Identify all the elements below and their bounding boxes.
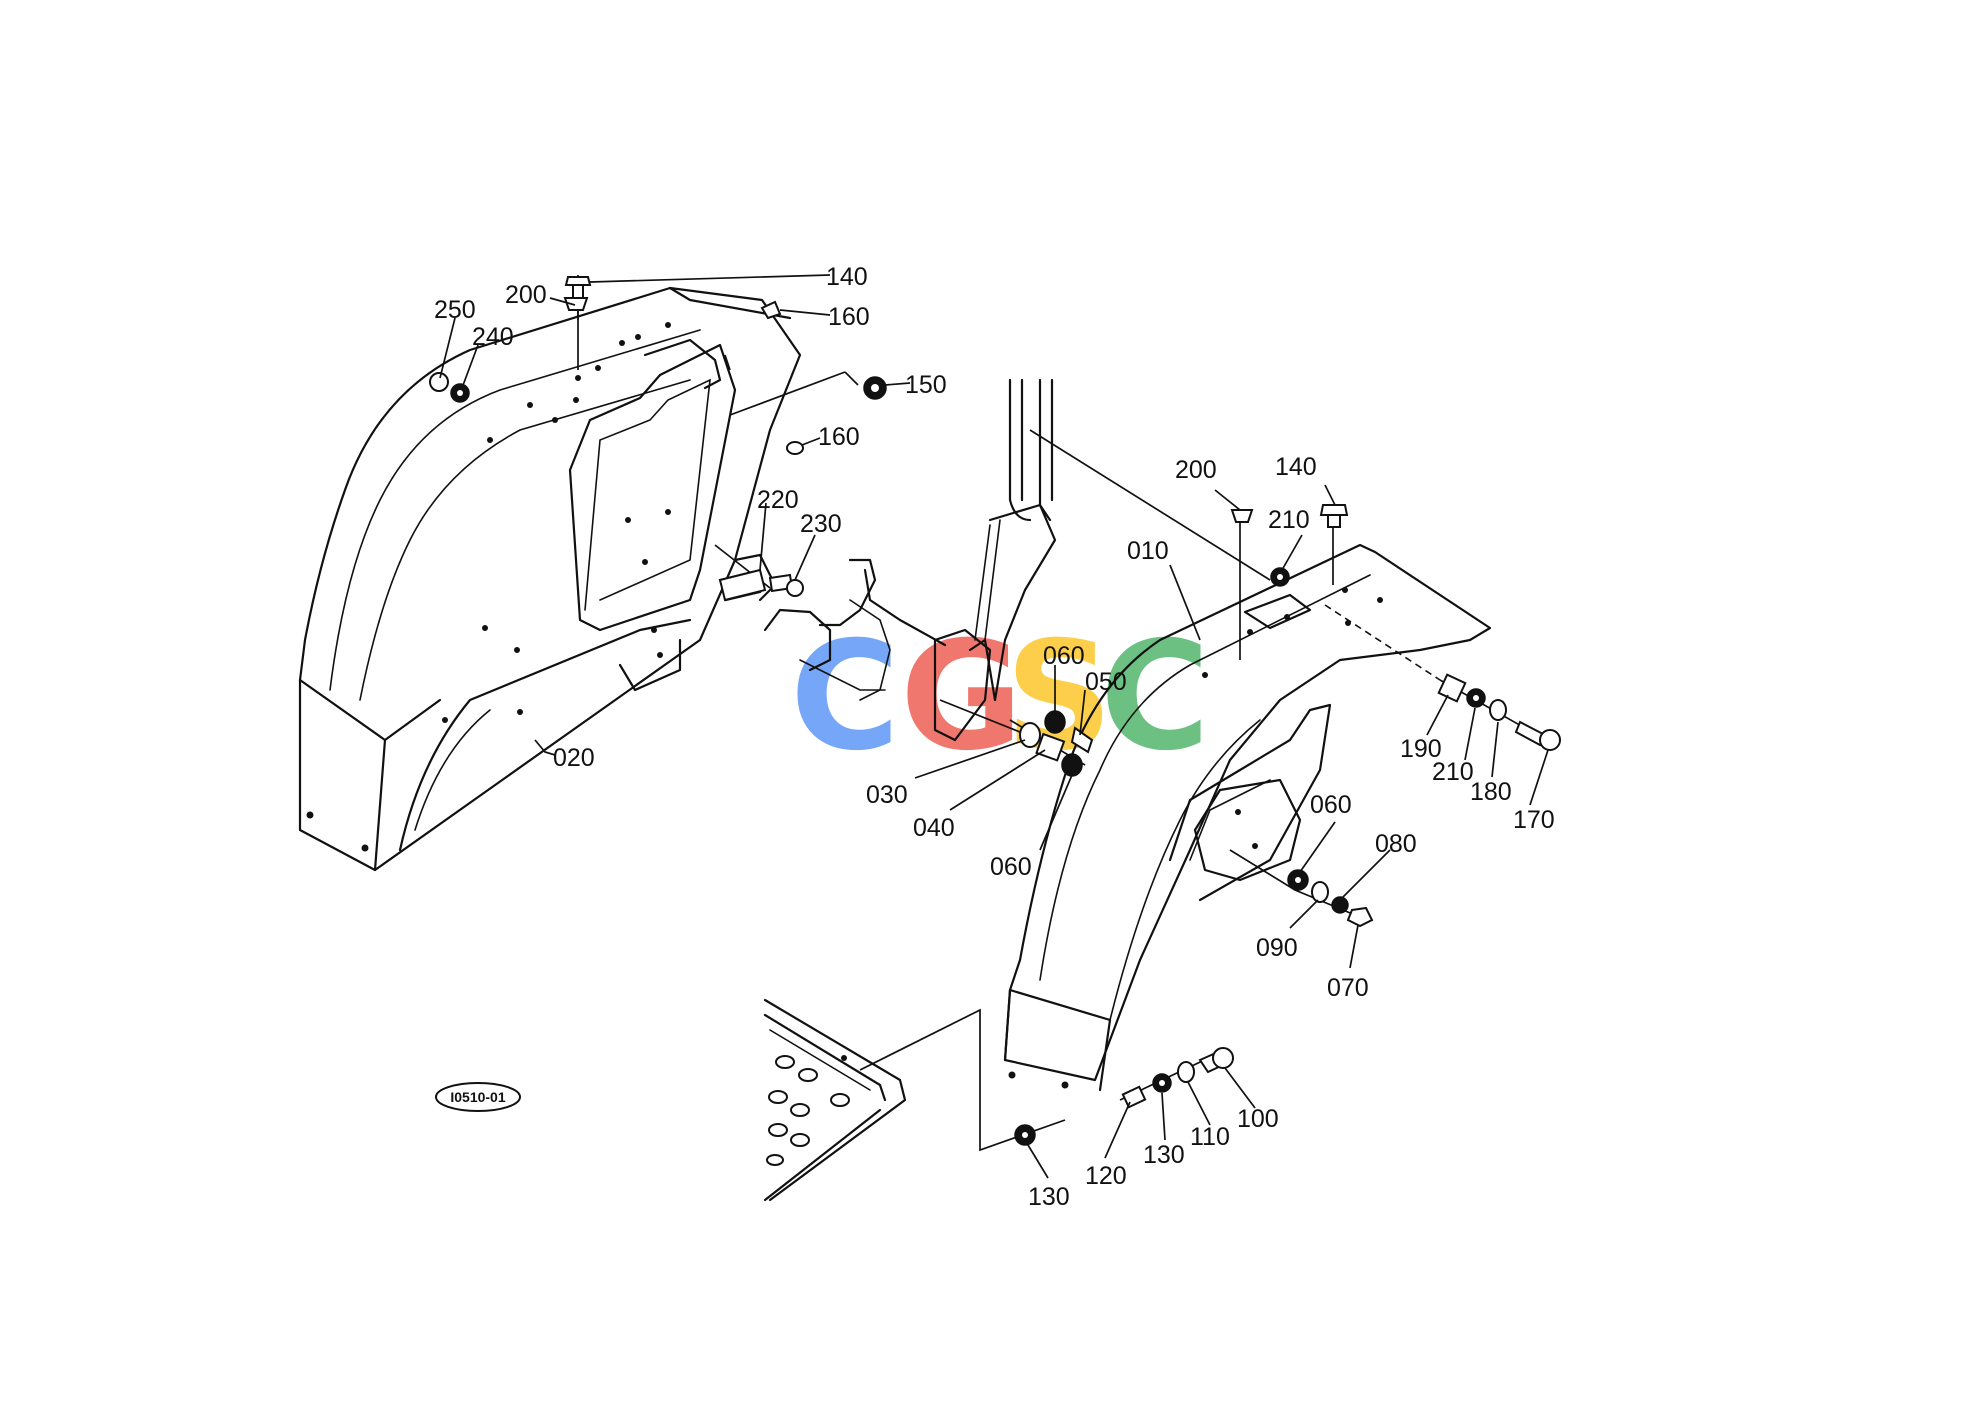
label-130-b: 130 (1028, 1183, 1070, 1211)
label-200-left: 200 (505, 281, 547, 309)
label-030: 030 (866, 781, 908, 809)
label-210-right: 210 (1432, 758, 1474, 786)
label-100: 100 (1237, 1105, 1279, 1133)
diagram-code-tag: I0510-01 (435, 1082, 521, 1112)
label-040: 040 (913, 814, 955, 842)
label-050: 050 (1085, 668, 1127, 696)
label-150: 150 (905, 371, 947, 399)
part-labels: 010 020 030 040 050 060 060 060 070 080 … (434, 263, 1555, 1211)
watermark-letter-c1: C (790, 610, 900, 784)
hardware (429, 276, 1561, 1146)
label-020: 020 (553, 744, 595, 772)
label-210-top: 210 (1268, 506, 1310, 534)
floor-plate (763, 998, 1066, 1202)
left-fender-020 (298, 286, 802, 872)
label-140-right: 140 (1275, 453, 1317, 481)
label-110: 110 (1190, 1123, 1230, 1151)
label-080: 080 (1375, 830, 1417, 858)
right-fender-010 (1003, 543, 1492, 1092)
label-200-right: 200 (1175, 456, 1217, 484)
leader-lines (439, 274, 1549, 1179)
watermark-letter-g: G (900, 610, 1023, 784)
diagram-code: I0510-01 (450, 1089, 505, 1105)
label-160-mid: 160 (818, 423, 860, 451)
label-180: 180 (1470, 778, 1512, 806)
label-160-top: 160 (828, 303, 870, 331)
label-060-top: 060 (1043, 642, 1085, 670)
label-090: 090 (1256, 934, 1298, 962)
watermark: C G S C (790, 610, 1210, 784)
label-010: 010 (1127, 537, 1169, 565)
label-220: 220 (757, 486, 799, 514)
label-070: 070 (1327, 974, 1369, 1002)
label-060-right: 060 (1310, 791, 1352, 819)
label-060-mid: 060 (990, 853, 1032, 881)
label-250: 250 (434, 296, 476, 324)
watermark-letter-c2: C (1100, 610, 1210, 784)
label-170: 170 (1513, 806, 1555, 834)
label-140-left: 140 (826, 263, 868, 291)
label-120: 120 (1085, 1162, 1127, 1190)
label-230: 230 (800, 510, 842, 538)
label-130-a: 130 (1143, 1141, 1185, 1169)
label-240: 240 (472, 323, 514, 351)
label-190: 190 (1400, 735, 1442, 763)
